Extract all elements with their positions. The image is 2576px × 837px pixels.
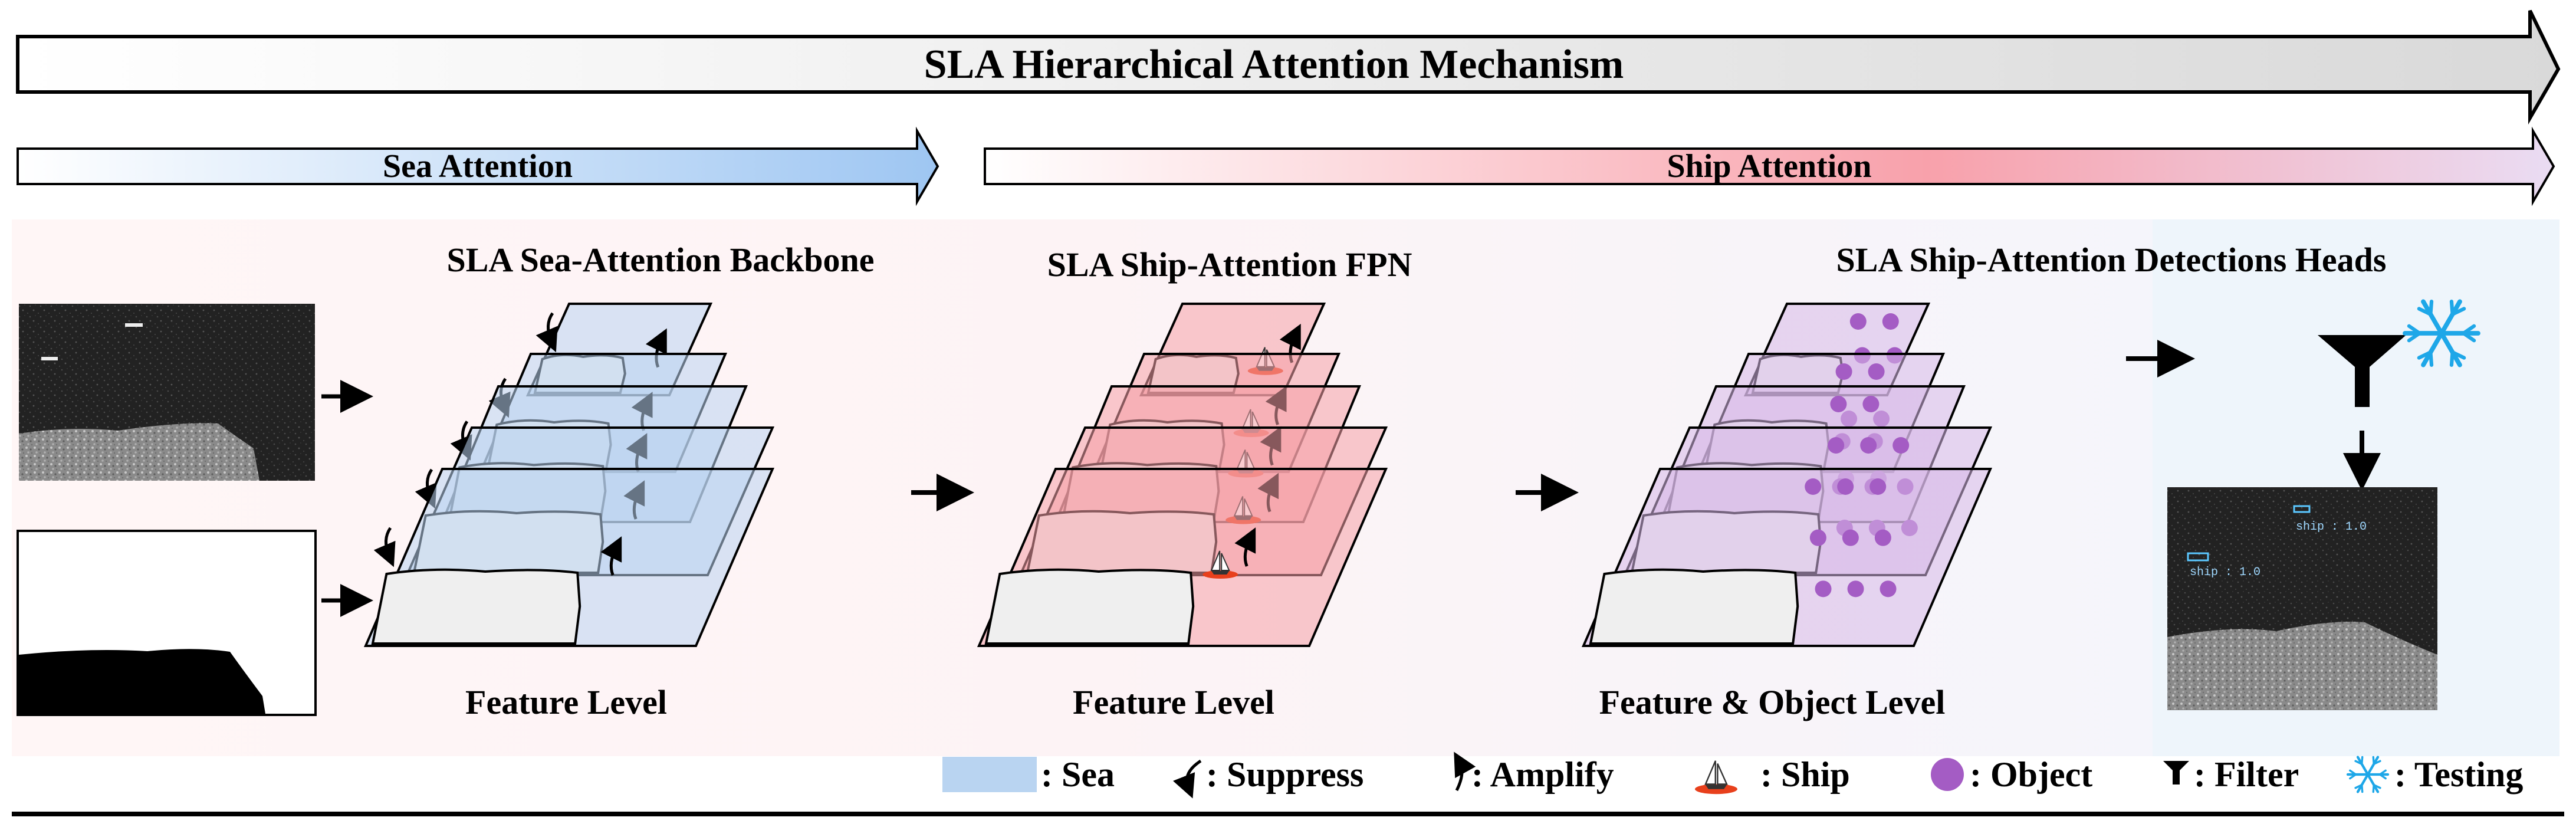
legend-sea: : Sea xyxy=(1041,755,1115,794)
ship-attention-label: Ship Attention xyxy=(1667,148,1872,185)
land-region xyxy=(371,568,581,645)
legend-suppress-icon xyxy=(1173,759,1202,799)
object-dot xyxy=(1805,478,1822,495)
amplify-arrow xyxy=(1234,527,1256,567)
object-dot xyxy=(1880,580,1897,598)
feature-layer xyxy=(1581,468,1993,647)
heads-feature-stack xyxy=(1581,303,1993,647)
object-dot xyxy=(1862,396,1880,412)
filter-icon xyxy=(2318,335,2406,407)
main-title: SLA Hierarchical Attention Mechanism xyxy=(924,42,1624,87)
feature-layer xyxy=(977,468,1388,647)
legend-filter: : Filter xyxy=(2194,755,2299,794)
object-dot xyxy=(1815,580,1832,598)
backbone-level-label: Feature Level xyxy=(465,683,667,721)
object-dot xyxy=(1874,529,1891,546)
object-dot xyxy=(1837,478,1854,495)
sea-attention-banner: Sea Attention xyxy=(17,126,939,206)
legend-filter-icon xyxy=(2163,761,2189,785)
fpn-title: SLA Ship-Attention FPN xyxy=(1047,245,1412,284)
legend-ship-icon xyxy=(1695,760,1737,795)
detection-label: ship : 1.0 xyxy=(2296,520,2367,534)
legend-suppress: : Suppress xyxy=(1206,755,1363,794)
legend: : Sea : Suppress : Amplify : Ship : Obje… xyxy=(942,751,2523,799)
object-dot xyxy=(1842,529,1859,546)
object-dot xyxy=(1835,363,1852,380)
legend-object: : Object xyxy=(1970,755,2092,794)
object-dot xyxy=(1830,396,1847,412)
ship-icon xyxy=(1202,550,1238,579)
legend-amplify: : Amplify xyxy=(1471,755,1614,794)
snowflake-icon xyxy=(2403,299,2480,367)
suppress-arrow xyxy=(373,527,396,567)
output-detection-image: ship : 1.0 ship : 1.0 xyxy=(2167,487,2437,710)
heads-title: SLA Ship-Attention Detections Heads xyxy=(1836,241,2387,279)
suppress-arrow xyxy=(415,468,437,509)
legend-amplify-icon xyxy=(1454,751,1476,792)
title-banner: SLA Hierarchical Attention Mechanism xyxy=(16,9,2561,125)
object-dot xyxy=(1847,580,1864,598)
object-dot xyxy=(1860,437,1877,454)
legend-ship: : Ship xyxy=(1760,755,1850,794)
legend-testing-icon xyxy=(2346,756,2390,793)
land-region xyxy=(1589,568,1799,645)
feature-layer xyxy=(363,468,775,647)
backbone-feature-stack xyxy=(363,303,775,647)
object-dot xyxy=(1828,437,1845,454)
object-dot xyxy=(1882,313,1899,330)
backbone-title: SLA Sea-Attention Backbone xyxy=(446,241,874,279)
sea-attention-label: Sea Attention xyxy=(383,148,573,185)
legend-object-dot xyxy=(1931,758,1964,791)
object-dot xyxy=(1869,478,1887,495)
land-region xyxy=(984,568,1195,645)
legend-testing: : Testing xyxy=(2394,755,2523,794)
input-sar-image xyxy=(19,304,315,481)
detection-label: ship : 1.0 xyxy=(2190,566,2260,579)
suppress-arrow xyxy=(535,312,558,353)
ship-attention-banner: Ship Attention xyxy=(984,126,2555,206)
heads-level-label: Feature & Object Level xyxy=(1599,683,1946,721)
fpn-feature-stack xyxy=(977,303,1388,647)
object-dot xyxy=(1892,437,1910,454)
object-dot xyxy=(1849,313,1867,330)
ship-icon xyxy=(1695,760,1737,795)
object-dot xyxy=(1809,529,1826,546)
fpn-level-label: Feature Level xyxy=(1073,683,1274,721)
amplify-arrow xyxy=(600,536,622,576)
legend-sea-swatch xyxy=(942,757,1037,792)
object-dot xyxy=(1868,363,1885,380)
sea-land-mask-image xyxy=(17,530,317,716)
